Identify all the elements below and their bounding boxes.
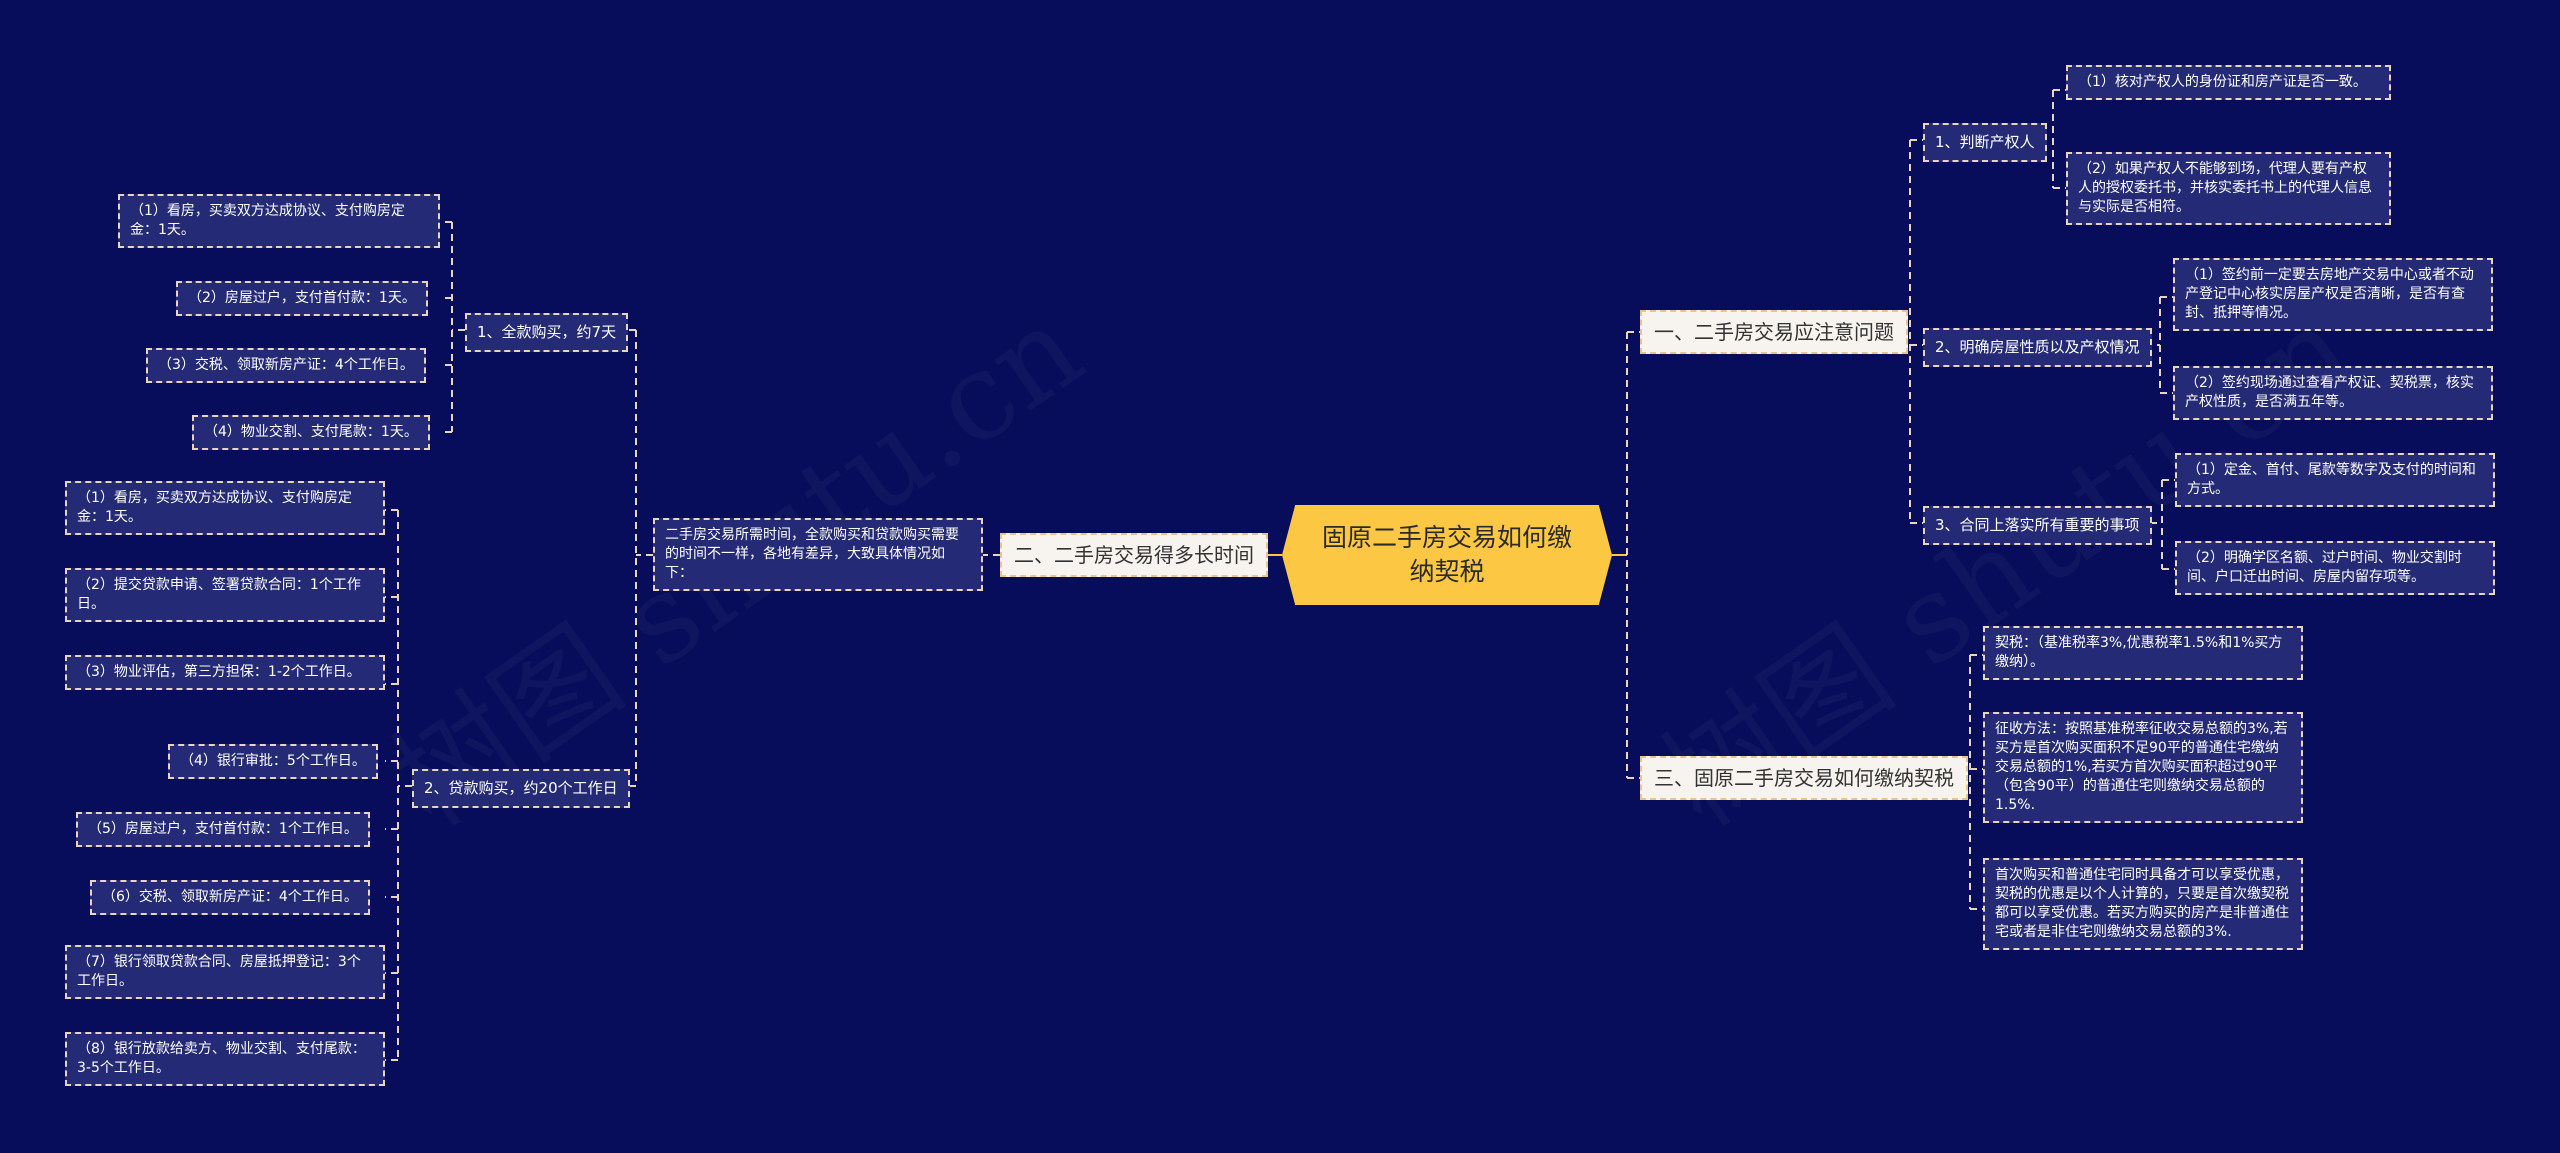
leaf-node[interactable]: （4）物业交割、支付尾款：1天。 <box>192 415 430 450</box>
branch-two-label: 二、二手房交易得多长时间 <box>1014 543 1254 567</box>
leaf-node[interactable]: （3）交税、领取新房产证：4个工作日。 <box>146 348 426 383</box>
topic-node[interactable]: 1、全款购买，约7天 <box>465 313 629 352</box>
leaf-node[interactable]: （1）看房，买卖双方达成协议、支付购房定金：1天。 <box>118 194 440 248</box>
topic-node[interactable]: 2、明确房屋性质以及产权情况 <box>1923 328 2152 367</box>
branch-two-node[interactable]: 二、二手房交易得多长时间 <box>1000 533 1268 577</box>
branch-three-label: 三、固原二手房交易如何缴纳契税 <box>1654 766 1954 790</box>
summary-node[interactable]: 二手房交易所需时间，全款购买和贷款购买需要的时间不一样，各地有差异，大致具体情况… <box>653 518 983 591</box>
leaf-node[interactable]: （1）核对产权人的身份证和房产证是否一致。 <box>2066 65 2391 100</box>
leaf-text: （3）物业评估，第三方担保：1-2个工作日。 <box>77 664 361 680</box>
leaf-text: 征收方法：按照基准税率征收交易总额的3%,若买方是首次购买面积不足90平的普通住… <box>1995 721 2288 813</box>
leaf-node[interactable]: （7）银行领取贷款合同、房屋抵押登记：3个工作日。 <box>65 945 385 999</box>
leaf-text: （4）物业交割、支付尾款：1天。 <box>204 424 418 440</box>
leaf-text: （2）签约现场通过查看产权证、契税票，核实产权性质，是否满五年等。 <box>2185 375 2474 410</box>
leaf-node[interactable]: （2）房屋过户，支付首付款：1天。 <box>176 281 428 316</box>
leaf-text: （2）房屋过户，支付首付款：1天。 <box>188 290 416 306</box>
leaf-text: （1）核对产权人的身份证和房产证是否一致。 <box>2078 74 2367 90</box>
leaf-node[interactable]: （2）签约现场通过查看产权证、契税票，核实产权性质，是否满五年等。 <box>2173 366 2493 420</box>
leaf-text: （1）看房，买卖双方达成协议、支付购房定金：1天。 <box>130 203 405 238</box>
branch-one-label: 一、二手房交易应注意问题 <box>1654 320 1894 344</box>
leaf-text: （2）如果产权人不能够到场，代理人要有产权人的授权委托书，并核实委托书上的代理人… <box>2078 161 2372 215</box>
topic-label: 1、全款购买，约7天 <box>477 323 617 341</box>
leaf-text: （2）明确学区名额、过户时间、物业交割时间、户口迁出时间、房屋内留存项等。 <box>2187 550 2462 585</box>
topic-label: 2、贷款购买，约20个工作日 <box>424 779 618 797</box>
leaf-node[interactable]: （1）看房，买卖双方达成协议、支付购房定金：1天。 <box>65 481 385 535</box>
topic-node[interactable]: 3、合同上落实所有重要的事项 <box>1923 506 2152 545</box>
leaf-text: （2）提交贷款申请、签署贷款合同：1个工作日。 <box>77 577 361 612</box>
leaf-node[interactable]: （3）物业评估，第三方担保：1-2个工作日。 <box>65 655 385 690</box>
leaf-text: （8）银行放款给卖方、物业交割、支付尾款：3-5个工作日。 <box>77 1041 366 1076</box>
leaf-node[interactable]: （2）提交贷款申请、签署贷款合同：1个工作日。 <box>65 568 385 622</box>
leaf-node[interactable]: 契税：（基准税率3%,优惠税率1.5%和1%买方缴纳）。 <box>1983 626 2303 680</box>
topic-label: 2、明确房屋性质以及产权情况 <box>1935 338 2140 356</box>
leaf-node[interactable]: （4）银行审批：5个工作日。 <box>168 744 378 779</box>
branch-three-node[interactable]: 三、固原二手房交易如何缴纳契税 <box>1640 756 1968 800</box>
leaf-node[interactable]: 征收方法：按照基准税率征收交易总额的3%,若买方是首次购买面积不足90平的普通住… <box>1983 712 2303 823</box>
leaf-text: （1）定金、首付、尾款等数字及支付的时间和方式。 <box>2187 462 2476 497</box>
leaf-text: （5）房屋过户，支付首付款：1个工作日。 <box>88 821 358 837</box>
topic-node[interactable]: 2、贷款购买，约20个工作日 <box>412 769 630 808</box>
leaf-node[interactable]: （2）如果产权人不能够到场，代理人要有产权人的授权委托书，并核实委托书上的代理人… <box>2066 152 2391 225</box>
leaf-node[interactable]: （2）明确学区名额、过户时间、物业交割时间、户口迁出时间、房屋内留存项等。 <box>2175 541 2495 595</box>
summary-text: 二手房交易所需时间，全款购买和贷款购买需要的时间不一样，各地有差异，大致具体情况… <box>665 527 959 581</box>
leaf-node[interactable]: 首次购买和普通住宅同时具备才可以享受优惠，契税的优惠是以个人计算的，只要是首次缴… <box>1983 858 2303 950</box>
leaf-node[interactable]: （1）定金、首付、尾款等数字及支付的时间和方式。 <box>2175 453 2495 507</box>
leaf-text: （3）交税、领取新房产证：4个工作日。 <box>158 357 414 373</box>
leaf-text: （6）交税、领取新房产证：4个工作日。 <box>102 889 358 905</box>
leaf-text: （7）银行领取贷款合同、房屋抵押登记：3个工作日。 <box>77 954 361 989</box>
leaf-node[interactable]: （1）签约前一定要去房地产交易中心或者不动产登记中心核实房屋产权是否清晰，是否有… <box>2173 258 2493 331</box>
root-node[interactable]: 固原二手房交易如何缴纳契税 <box>1282 505 1612 605</box>
topic-node[interactable]: 1、判断产权人 <box>1923 123 2047 162</box>
leaf-node[interactable]: （8）银行放款给卖方、物业交割、支付尾款：3-5个工作日。 <box>65 1032 385 1086</box>
topic-label: 3、合同上落实所有重要的事项 <box>1935 516 2140 534</box>
leaf-node[interactable]: （6）交税、领取新房产证：4个工作日。 <box>90 880 370 915</box>
leaf-text: （1）看房，买卖双方达成协议、支付购房定金：1天。 <box>77 490 352 525</box>
leaf-text: （4）银行审批：5个工作日。 <box>180 753 366 769</box>
leaf-text: 契税：（基准税率3%,优惠税率1.5%和1%买方缴纳）。 <box>1995 635 2283 670</box>
root-title: 固原二手房交易如何缴纳契税 <box>1321 523 1572 586</box>
leaf-node[interactable]: （5）房屋过户，支付首付款：1个工作日。 <box>76 812 370 847</box>
leaf-text: 首次购买和普通住宅同时具备才可以享受优惠，契税的优惠是以个人计算的，只要是首次缴… <box>1995 867 2289 940</box>
branch-one-node[interactable]: 一、二手房交易应注意问题 <box>1640 310 1908 354</box>
leaf-text: （1）签约前一定要去房地产交易中心或者不动产登记中心核实房屋产权是否清晰，是否有… <box>2185 267 2474 321</box>
topic-label: 1、判断产权人 <box>1935 133 2035 151</box>
